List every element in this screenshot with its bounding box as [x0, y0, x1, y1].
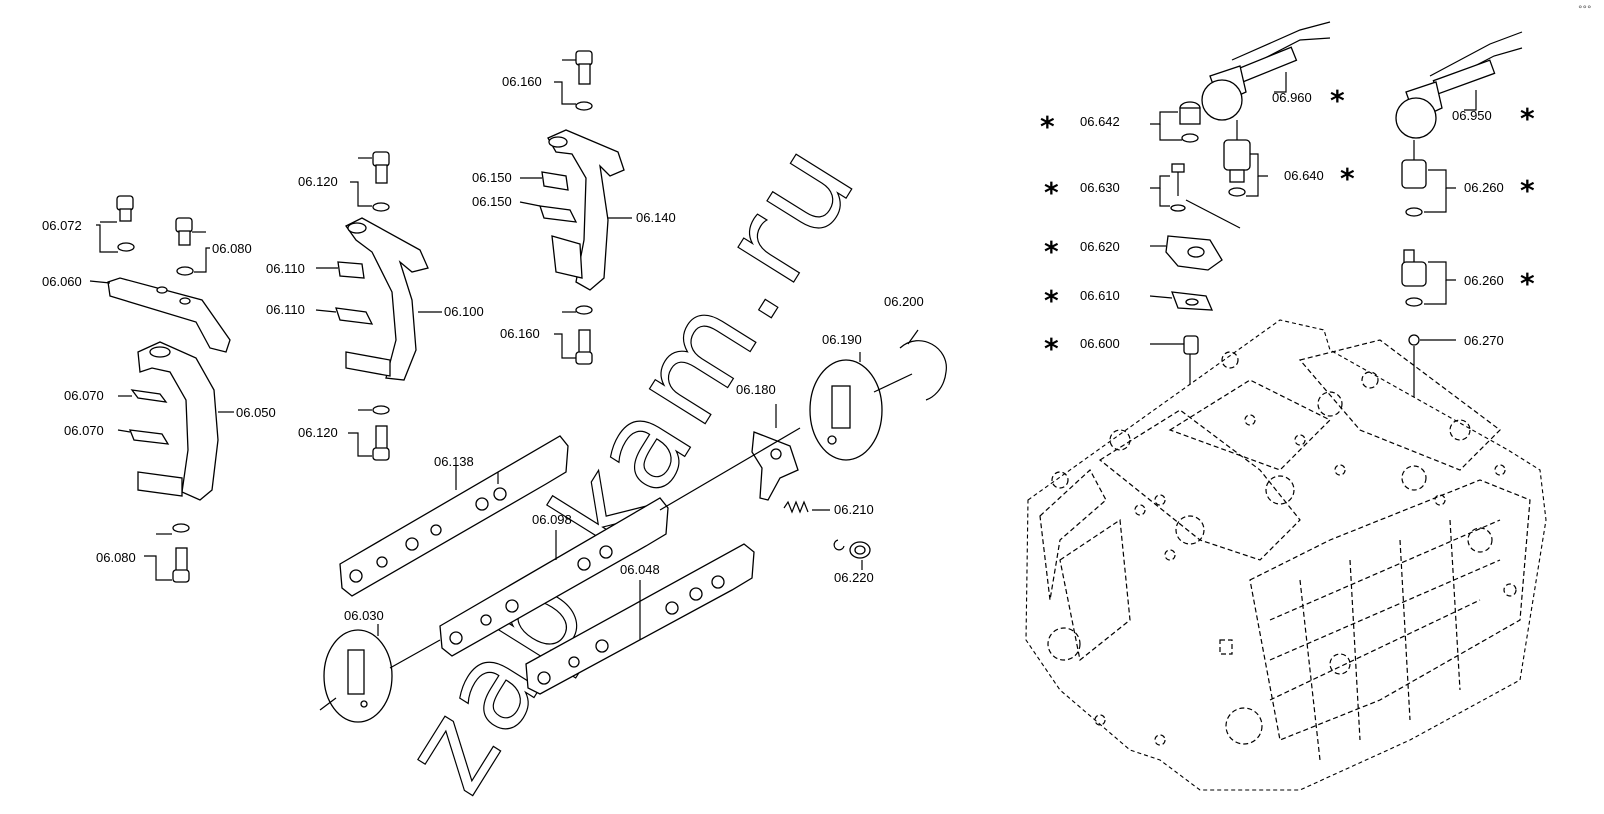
bolt-06-630 [1150, 163, 1241, 229]
part-labels: 06.072 06.080 06.060 06.070 06.070 06.05… [42, 74, 1504, 623]
label-06-110-upper: 06.110 [266, 261, 305, 276]
label-06-060: 06.060 [42, 274, 82, 289]
switch-06-260-upper [1401, 140, 1456, 217]
label-06-150-upper: 06.150 [472, 170, 512, 185]
spring-06-210 [783, 500, 830, 514]
label-06-640: 06.640 [1284, 168, 1324, 183]
label-06-610: 06.610 [1080, 288, 1120, 303]
label-06-960: 06.960 [1272, 90, 1312, 105]
asterisk-06-642: * [1040, 110, 1055, 143]
label-06-150-lower: 06.150 [472, 194, 512, 209]
bolt-06-080-upper [175, 217, 194, 276]
disc-06-030 [319, 624, 441, 723]
bolt-06-072 [116, 195, 135, 252]
disc-06-190 [809, 352, 883, 461]
label-06-190: 06.190 [822, 332, 862, 347]
fork-06-140 [547, 129, 625, 291]
label-06-110-lower: 06.110 [266, 302, 305, 317]
fork-06-100 [345, 217, 429, 381]
rail-06-048 [525, 543, 755, 695]
sensor-cable-06-950 [1395, 31, 1523, 139]
label-06-080-lower: 06.080 [96, 550, 136, 565]
switch-06-260-lower [1401, 249, 1456, 307]
label-06-160-lower: 06.160 [500, 326, 540, 341]
bolt-06-120-lower [372, 405, 390, 461]
label-06-072: 06.072 [42, 218, 82, 233]
label-06-180: 06.180 [736, 382, 776, 397]
fork-assembly-06-100 [315, 151, 442, 461]
asterisk-06-260-lower: * [1520, 267, 1535, 300]
label-06-030: 06.030 [344, 608, 384, 623]
label-06-050: 06.050 [236, 405, 276, 420]
label-06-048: 06.048 [620, 562, 660, 577]
label-06-630: 06.630 [1080, 180, 1120, 195]
plate-06-060 [107, 277, 231, 353]
label-06-200: 06.200 [884, 294, 924, 309]
bolt-06-120-upper [372, 151, 390, 212]
label-06-950: 06.950 [1452, 108, 1492, 123]
asterisk-06-960: * [1330, 84, 1345, 117]
asterisk-06-610: * [1044, 284, 1059, 317]
fork-06-050 [137, 341, 219, 501]
plug-06-642 [1150, 101, 1201, 143]
label-06-210: 06.210 [834, 502, 874, 517]
label-06-642: 06.642 [1080, 114, 1120, 129]
sensor-cable-06-960 [1201, 21, 1331, 121]
fork-assembly-06-050 [89, 195, 234, 583]
bolt-06-160-upper [575, 50, 593, 111]
label-06-070-lower: 06.070 [64, 423, 104, 438]
cap-06-220 [833, 539, 871, 570]
label-06-600: 06.600 [1080, 336, 1120, 351]
label-06-080-upper: 06.080 [212, 241, 252, 256]
label-06-160-upper: 06.160 [502, 74, 542, 89]
asterisk-06-630: * [1044, 176, 1059, 209]
label-06-140: 06.140 [636, 210, 676, 225]
fork-assembly-06-140 [519, 50, 632, 365]
asterisk-06-600: * [1044, 332, 1059, 365]
snap-ring-06-200 [873, 329, 947, 401]
bolt-06-160-lower [575, 305, 593, 365]
flange-06-620 [1150, 235, 1223, 271]
gearbox-housing [1025, 319, 1547, 791]
label-06-100: 06.100 [444, 304, 484, 319]
label-06-270: 06.270 [1464, 333, 1504, 348]
label-06-098: 06.098 [532, 512, 572, 527]
asterisk-06-950: * [1520, 102, 1535, 135]
label-06-120-upper: 06.120 [298, 174, 338, 189]
asterisk-06-260-upper: * [1520, 174, 1535, 207]
bolt-06-080-lower [172, 523, 190, 583]
rail-06-138 [339, 435, 569, 597]
label-06-220: 06.220 [834, 570, 874, 585]
asterisk-06-640: * [1340, 162, 1355, 195]
label-06-138: 06.138 [434, 454, 474, 469]
label-06-260-lower: 06.260 [1464, 273, 1504, 288]
switch-06-640 [1223, 120, 1268, 197]
label-06-070-upper: 06.070 [64, 388, 104, 403]
label-06-260-upper: 06.260 [1464, 180, 1504, 195]
asterisk-06-620: * [1044, 235, 1059, 268]
corner-mark: °°° [1578, 5, 1592, 15]
label-06-620: 06.620 [1080, 239, 1120, 254]
gasket-06-610 [1149, 291, 1214, 311]
label-06-120-lower: 06.120 [298, 425, 338, 440]
rail-06-098 [439, 497, 669, 657]
asterisk-markers: * * * * * * * * * * [1040, 84, 1535, 365]
